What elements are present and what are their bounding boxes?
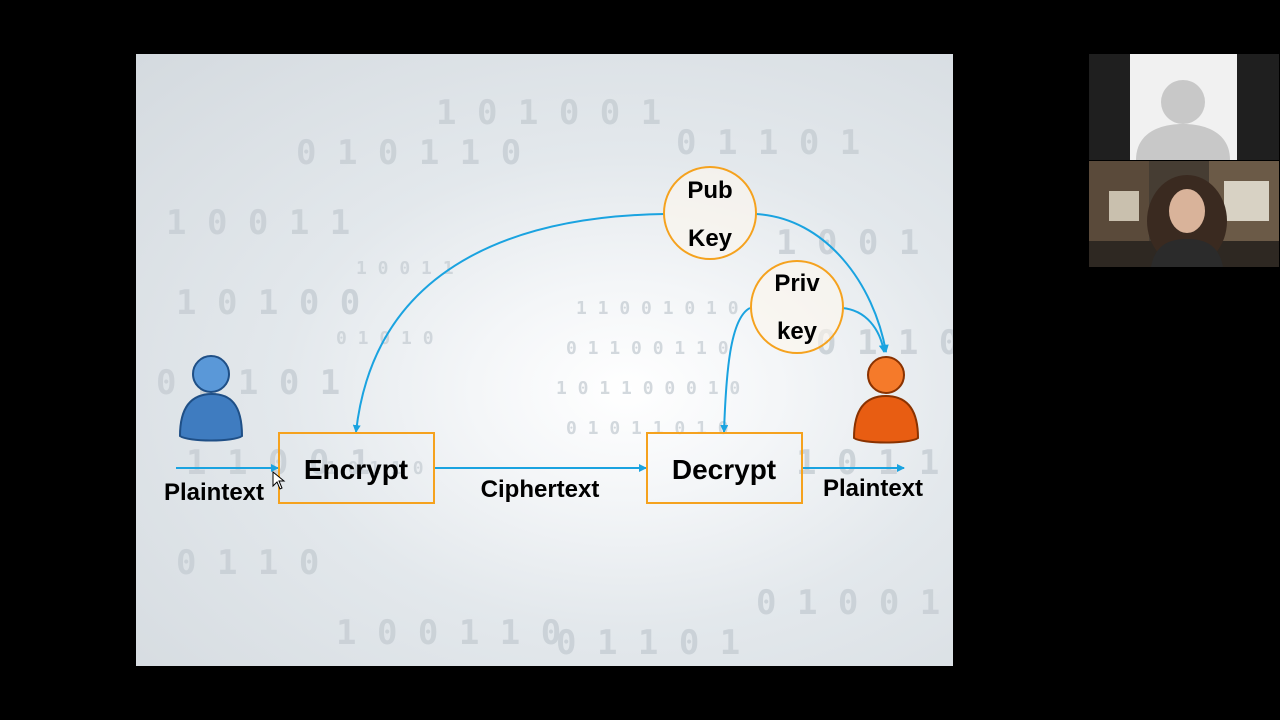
plaintext-input-label: Plaintext: [164, 479, 264, 506]
receiver-person-icon: [852, 356, 920, 444]
decrypt-node: Decrypt: [646, 432, 803, 504]
encrypt-node: Encrypt: [278, 432, 435, 504]
svg-text:1 0 1 1: 1 0 1 1: [796, 443, 939, 483]
participant-tile-video[interactable]: [1089, 161, 1279, 267]
public-key-encryption-diagram: Encrypt Decrypt Pub Key Priv key Plainte…: [164, 166, 923, 506]
binary-tunnel-background: 1 0 0 1 1 1 0 1 0 0 0 1 1 0 1 1 1 0 0 1 …: [156, 93, 953, 663]
public-key-node: Pub Key: [663, 166, 757, 260]
svg-text:1 0 1 0 0: 1 0 1 0 0: [176, 283, 360, 323]
svg-text:0 1 1 0 1: 0 1 1 0 1: [156, 363, 340, 403]
svg-text:1 0 1 1 0 0 0 1 0: 1 0 1 1 0 0 0 1 0: [556, 378, 740, 399]
svg-text:0 1 1 0 0 1 1 0: 0 1 1 0 0 1 1 0: [566, 338, 729, 359]
shared-slide: 1 0 0 1 1 1 0 1 0 0 0 1 1 0 1 1 1 0 0 1 …: [136, 54, 953, 666]
svg-text:0 1 0 1 1 0: 0 1 0 1 1 0: [296, 133, 521, 173]
svg-text:0 1 1 0 1: 0 1 1 0 1: [676, 123, 860, 163]
public-key-line1: Pub: [687, 177, 732, 204]
public-key-to-receiver-arrow: [755, 213, 889, 353]
svg-text:1 0 1 0 0 1: 1 0 1 0 0 1: [436, 93, 661, 133]
svg-text:1 1 0 0 1 0 1 0: 1 1 0 0 1 0 1 0: [576, 298, 739, 319]
presenter-video-feed: [1089, 161, 1279, 267]
encrypt-label: Encrypt: [304, 454, 408, 485]
svg-text:1 0 0 1 1: 1 0 0 1 1: [356, 258, 454, 279]
private-key-arrow: [720, 307, 751, 433]
private-key-line2: key: [777, 318, 818, 345]
default-user-icon: [1136, 80, 1230, 160]
private-key-line1: Priv: [774, 270, 820, 297]
plaintext-output-label: Plaintext: [823, 475, 923, 502]
private-key-node: Priv key: [750, 260, 844, 354]
ciphertext-label: Ciphertext: [481, 476, 600, 503]
mouse-cursor-icon: [272, 470, 286, 490]
svg-text:1 0 1 1 0: 1 0 1 1 0: [326, 458, 424, 479]
sender-person-icon: [178, 355, 244, 442]
participant-tile-avatar[interactable]: [1089, 54, 1279, 160]
decrypt-label: Decrypt: [672, 454, 776, 485]
svg-text:0 1 1 0: 0 1 1 0: [176, 543, 319, 583]
avatar: [1130, 54, 1237, 160]
svg-text:0 1 0 0 1: 0 1 0 0 1: [756, 583, 940, 623]
public-key-line2: Key: [688, 225, 733, 252]
svg-text:1 0 0 1: 1 0 0 1: [776, 223, 919, 263]
public-key-arrow: [352, 213, 665, 433]
private-key-to-receiver-arrow: [841, 307, 887, 353]
svg-text:1 0 0 1 1 0: 1 0 0 1 1 0: [336, 613, 561, 653]
svg-text:0 1 1 0 1: 0 1 1 0 1: [556, 623, 740, 663]
svg-text:1 0 0 1 1: 1 0 0 1 1: [166, 203, 350, 243]
